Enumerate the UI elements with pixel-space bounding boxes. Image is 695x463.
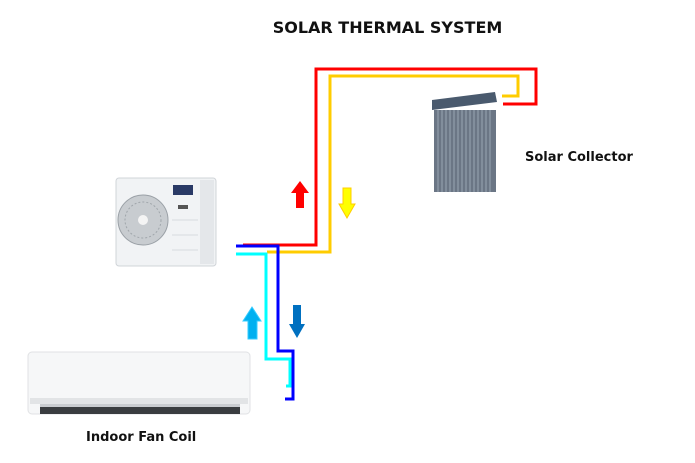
indoor-fan-coil-unit — [27, 351, 251, 415]
outdoor-heat-pump-unit — [115, 177, 217, 267]
arrow-up-red-icon — [291, 181, 309, 208]
arrow-down-yellow-icon — [338, 187, 356, 220]
arrow-up-cyan-icon — [242, 306, 262, 340]
cold-return-pipe — [236, 252, 292, 388]
arrow-down-blue-icon — [289, 305, 305, 338]
hot-supply-pipe — [243, 67, 538, 247]
indoor-fan-coil-label: Indoor Fan Coil — [86, 430, 197, 445]
solar-collector-label: Solar Collector — [525, 150, 633, 165]
hot-return-pipe — [267, 74, 520, 254]
diagram-title: SOLAR THERMAL SYSTEM — [272, 18, 503, 37]
solar-collector-panel — [432, 92, 497, 192]
cold-supply-pipe — [236, 244, 295, 401]
